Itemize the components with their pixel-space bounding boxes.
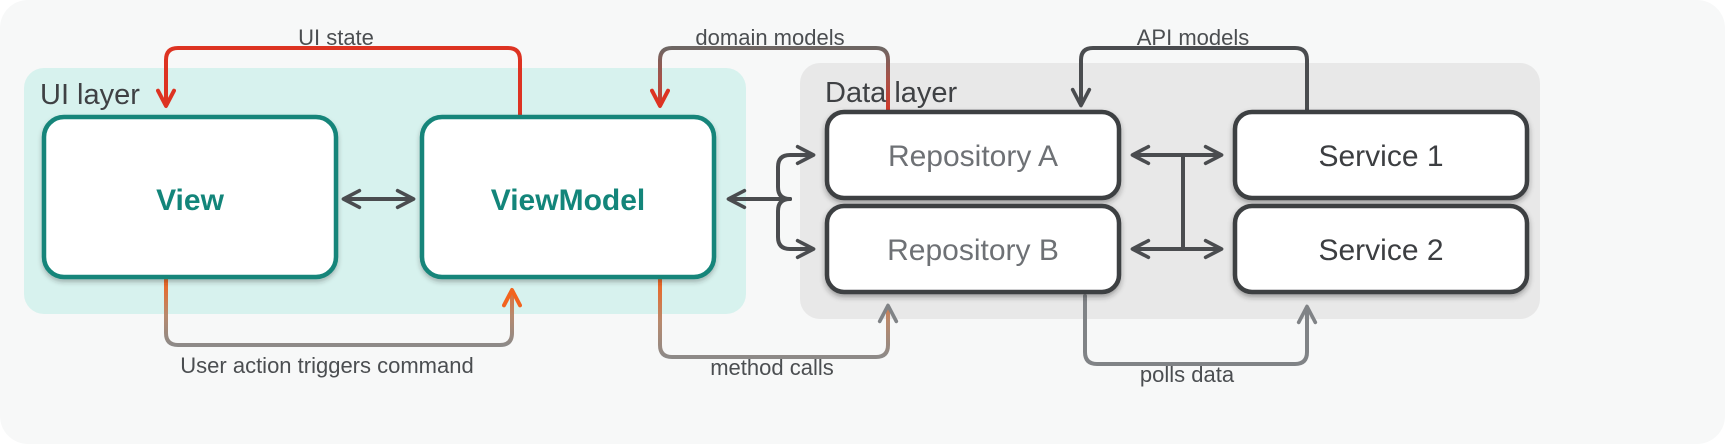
edge-label-method-calls: method calls: [710, 355, 834, 380]
repository-a-label: Repository A: [888, 140, 1058, 173]
service-2-box[interactable]: [1232, 203, 1530, 295]
data-layer-title: Data layer: [825, 77, 958, 109]
viewmodel-label: ViewModel: [491, 184, 645, 217]
edge-label-ui-state: UI state: [298, 25, 374, 50]
repository-b-box[interactable]: [824, 203, 1122, 295]
edge-label-api-models: API models: [1137, 25, 1250, 50]
node-service-1[interactable]: Service 1: [1232, 109, 1530, 201]
node-repository-b[interactable]: Repository B: [824, 203, 1122, 295]
connector-domain-models: [650, 46, 890, 121]
connector-user-action: [164, 277, 522, 347]
connector-ui-state: [156, 46, 522, 121]
repository-a-box[interactable]: [824, 109, 1122, 201]
node-viewmodel[interactable]: ViewModel: [419, 114, 717, 280]
node-view[interactable]: View: [41, 114, 339, 280]
repository-b-label: Repository B: [887, 234, 1059, 267]
service-1-label: Service 1: [1318, 140, 1443, 173]
view-box[interactable]: [41, 114, 339, 280]
edge-label-user-action: User action triggers command: [180, 353, 473, 378]
service-1-box[interactable]: [1232, 109, 1530, 201]
service-2-label: Service 2: [1318, 234, 1443, 267]
connector-api-models: [1070, 46, 1309, 116]
node-repository-a[interactable]: Repository A: [824, 109, 1122, 201]
connector-polls-data: [1083, 294, 1318, 366]
connector-method-calls: [658, 277, 899, 359]
view-label: View: [156, 184, 224, 217]
node-service-2[interactable]: Service 2: [1232, 203, 1530, 295]
edge-label-polls-data: polls data: [1140, 362, 1235, 387]
edge-label-domain-models: domain models: [695, 25, 844, 50]
ui-layer-title: UI layer: [40, 79, 140, 111]
connector-viewmodel-repositories: [726, 144, 816, 260]
viewmodel-box[interactable]: [419, 114, 717, 280]
